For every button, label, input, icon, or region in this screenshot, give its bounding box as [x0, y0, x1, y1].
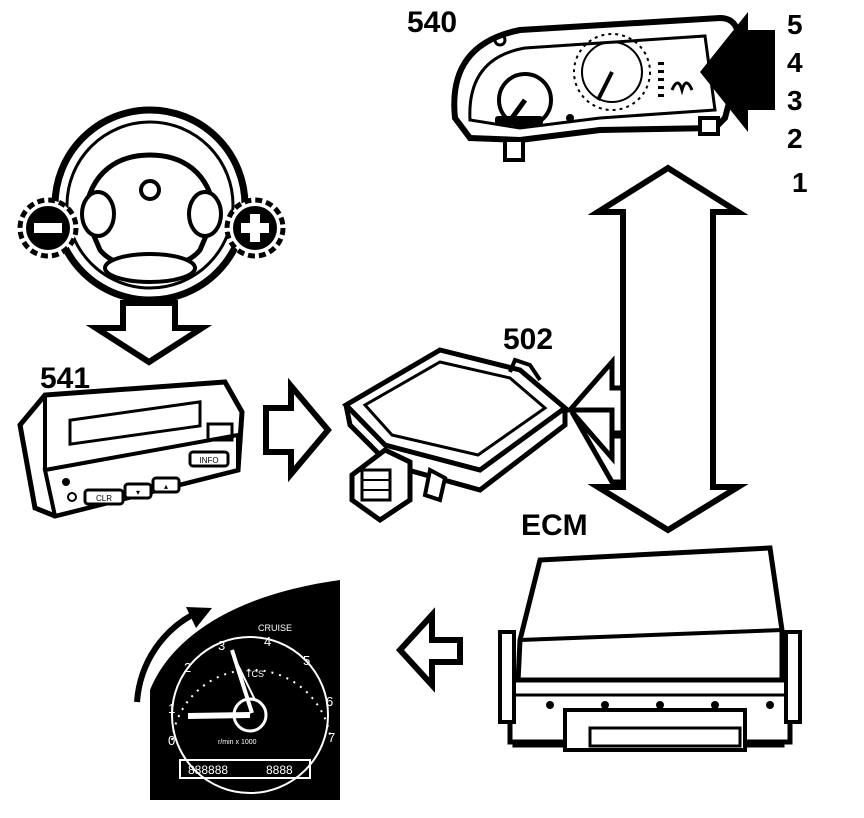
tick-labels: 0 1 2 3 4 5 6 7: [168, 634, 335, 748]
display-button-label: INFO: [199, 456, 218, 465]
level-scale: 5 4 3 2 1: [787, 9, 808, 198]
tick-label: 1: [168, 701, 175, 716]
odometer-readout: 888888: [188, 763, 228, 777]
cluster-label: 540: [407, 6, 457, 39]
display-label: 541: [40, 362, 90, 395]
level-indicator-arrow: [700, 12, 775, 132]
display-button-label: ▴: [164, 482, 168, 491]
arrow-left-icon: [395, 607, 463, 693]
tachometer: CRUISE TCS r/min x 1000 0 1 2 3 4 5 6 7 …: [150, 580, 340, 800]
cruise-label: CRUISE: [258, 623, 292, 633]
level-label: 4: [787, 47, 803, 78]
tick-label: 5: [303, 653, 310, 668]
tick-label: 4: [264, 634, 271, 649]
scale-label: r/min x 1000: [218, 739, 257, 746]
arrow-down-icon: [85, 300, 213, 366]
minus-button-icon: [17, 197, 79, 259]
tick-label: 0: [168, 733, 175, 748]
tick-label: 6: [326, 694, 333, 709]
rotation-arrowhead-icon: [186, 607, 212, 628]
arrow-left-lower-icon: [569, 410, 626, 485]
connector: [349, 447, 413, 524]
plus-button-icon: [224, 197, 286, 259]
tcs-label: TCS: [246, 669, 264, 679]
ecm-unit: [498, 545, 802, 752]
arrow-right-icon: [263, 377, 332, 483]
display-button-label: CLR: [96, 494, 112, 503]
display-unit: CLR ▾ ▴ INFO: [17, 379, 245, 519]
tick-label: 2: [184, 660, 191, 675]
steering-wheel: [51, 106, 249, 304]
ecm-label: ECM: [521, 509, 588, 542]
level-label: 5: [787, 9, 803, 40]
arrow-left-upper-icon: [564, 355, 626, 436]
tick-label: 7: [328, 730, 335, 745]
control-module: [341, 347, 570, 524]
rotation-arrow-icon: [134, 612, 194, 703]
tick-label: 3: [218, 638, 225, 653]
instrument-cluster: [451, 14, 742, 162]
double-arrow-icon: [587, 164, 749, 534]
control-module-label: 502: [503, 323, 553, 356]
level-label: 2: [787, 123, 803, 154]
level-label: 1: [792, 167, 808, 198]
display-button-label: ▾: [136, 488, 140, 497]
level-label: 3: [787, 85, 803, 116]
display-buttons: CLR ▾ ▴ INFO: [83, 450, 230, 506]
warning-lamps: [658, 62, 664, 97]
trip-readout: 8888: [266, 763, 293, 777]
